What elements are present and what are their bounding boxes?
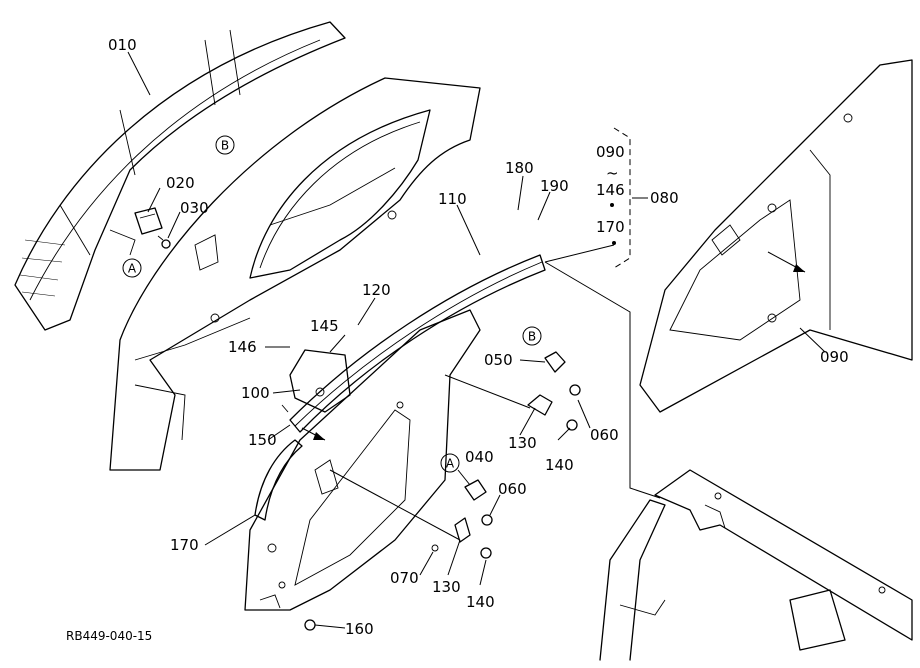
fender-shell-010 — [14, 21, 346, 331]
label-090-right: 090 — [820, 348, 849, 366]
label-170-right: 170 — [596, 218, 625, 236]
svg-text:A: A — [446, 457, 455, 471]
label-090-top: 090 — [596, 143, 625, 161]
bar-170 — [254, 439, 303, 521]
label-020: 020 — [166, 174, 195, 192]
bolt-030 — [157, 235, 171, 249]
label-100: 100 — [241, 384, 270, 402]
label-010: 010 — [108, 36, 137, 54]
side-panel-090 — [639, 59, 913, 413]
frame-structure — [599, 469, 913, 661]
part-labels: 010 020 030 110 180 190 090 ~ 146 080 17… — [66, 36, 849, 643]
label-145: 145 — [310, 317, 339, 335]
bracket-020 — [134, 207, 163, 235]
clamp-050-130 — [527, 351, 581, 431]
label-130-upper: 130 — [508, 434, 537, 452]
label-140-upper: 140 — [545, 456, 574, 474]
label-120: 120 — [362, 281, 391, 299]
rail-110 — [289, 254, 546, 433]
leader-lines — [127, 51, 826, 629]
label-040: 040 — [465, 448, 494, 466]
svg-text:B: B — [221, 139, 229, 153]
label-060-upper: 060 — [590, 426, 619, 444]
svg-text:B: B — [528, 330, 536, 344]
label-tilde: ~ — [606, 164, 619, 182]
label-080: 080 — [650, 189, 679, 207]
circle-ref-a-left: A — [122, 258, 142, 278]
label-160: 160 — [345, 620, 374, 638]
label-110: 110 — [438, 190, 467, 208]
label-146-left: 146 — [228, 338, 257, 356]
label-050: 050 — [484, 351, 513, 369]
circle-ref-b-right: B — [522, 326, 542, 346]
group-dot-146 — [610, 203, 614, 207]
group-dot-170 — [612, 241, 616, 245]
inner-fender-panel — [109, 77, 481, 471]
label-060-lower: 060 — [498, 480, 527, 498]
label-190: 190 — [540, 177, 569, 195]
label-070: 070 — [390, 569, 419, 587]
svg-text:A: A — [128, 262, 137, 276]
side-panel-main — [244, 309, 481, 611]
bracket-100 — [281, 349, 351, 413]
circle-ref-b-top: B — [215, 135, 235, 155]
label-130-lower: 130 — [432, 578, 461, 596]
clamp-040-130 — [304, 479, 493, 631]
label-140-lower: 140 — [466, 593, 495, 611]
figure-reference-code: RB449-040-15 — [66, 629, 152, 643]
label-170-left: 170 — [170, 536, 199, 554]
label-030: 030 — [180, 199, 209, 217]
direction-arrows — [301, 251, 806, 441]
label-146-right: 146 — [596, 181, 625, 199]
label-180: 180 — [505, 159, 534, 177]
circle-ref-a-lower: A — [440, 453, 460, 473]
label-150: 150 — [248, 431, 277, 449]
